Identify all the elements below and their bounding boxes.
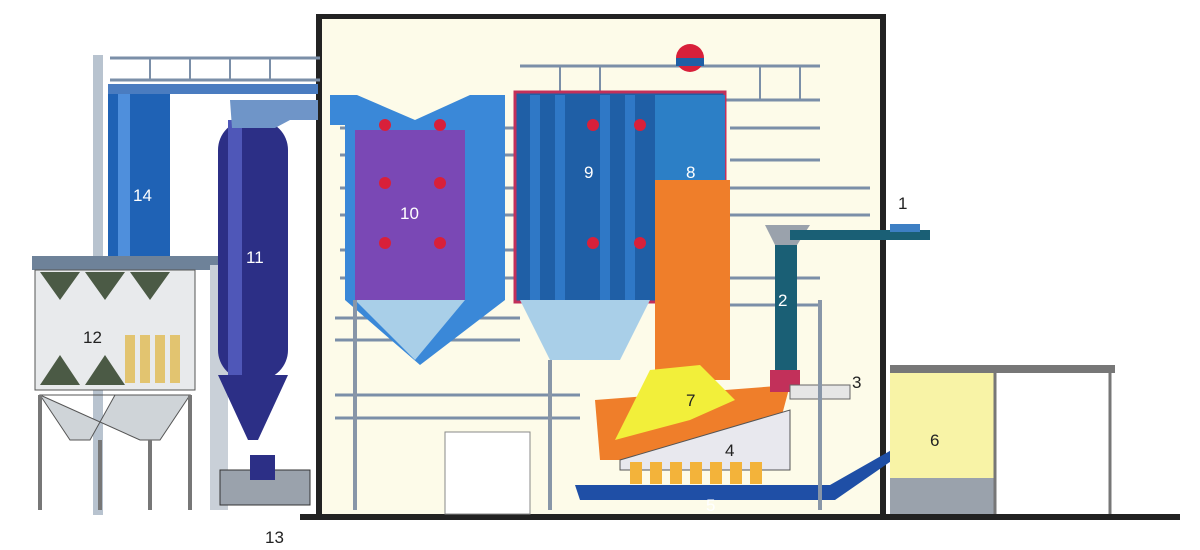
roof-beam [318,14,883,19]
soot-blower-dots [379,119,646,249]
stack-highlight [118,84,130,256]
filter-legs [38,395,192,510]
label-5: 5 [706,496,715,515]
structural-columns [353,300,822,510]
boiler-radiant-8 [655,95,725,185]
filter-cones [40,272,170,385]
right-wall [880,14,886,519]
scrubber-highlight [228,120,242,380]
economizer-hopper [355,300,465,360]
crane-trolley [890,224,920,232]
grate-4 [619,409,791,471]
economizer-notch [357,95,470,120]
bunker-roof [890,365,1115,373]
boiler-hoppers [520,300,650,360]
ground-line [300,514,1180,520]
fan-motor [250,455,275,480]
label-9: 9 [584,163,593,182]
label-7: 7 [686,391,695,410]
filter-bags [125,335,180,383]
label-10: 10 [400,204,419,223]
furnace-shaft [655,180,730,430]
doorway [444,431,531,515]
label-14: 14 [133,186,152,205]
flame [615,365,735,440]
label-11: 11 [246,248,264,267]
feed-hopper-2 [775,230,797,380]
stack-14 [108,84,170,256]
label-2: 2 [778,291,787,310]
bunker-posts [993,373,1112,514]
label-4: 4 [725,441,734,460]
flue-duct [108,84,318,94]
filter-roof [32,256,232,270]
boiler-tubes [530,95,635,300]
label-13: 13 [265,528,284,547]
bunker-base [890,478,995,514]
ash-collectors [630,462,762,484]
filter-hoppers [39,394,191,441]
label-12: 12 [83,328,102,347]
label-3: 3 [852,373,861,392]
economizer-10 [355,130,465,300]
drum-band [676,58,704,66]
scrubber-inlet [230,100,318,128]
scrubber-cone [218,375,288,440]
label-1: 1 [898,194,907,213]
railing-posts [149,58,801,100]
left-wall [316,14,322,519]
label-8: 8 [686,163,695,182]
waste-bunker-6 [890,373,995,478]
label-6: 6 [930,431,939,450]
crane-bridge-1 [790,230,930,240]
